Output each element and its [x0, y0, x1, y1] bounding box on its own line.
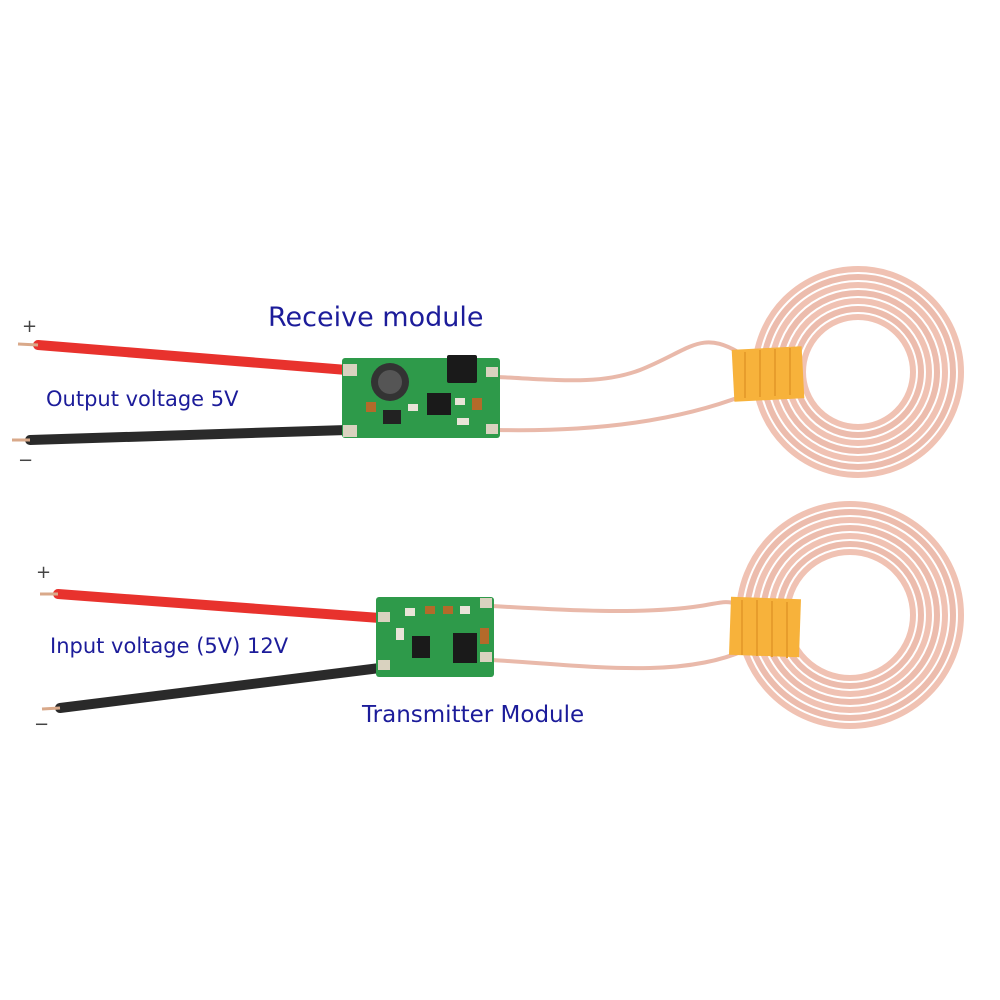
receive-minus-sign: −: [18, 450, 34, 471]
transmitter-module-label: Transmitter Module: [362, 702, 585, 728]
transmitter-coil-tape: [729, 596, 801, 658]
transmitter-coil-lead-bottom: [491, 648, 746, 671]
transmitter-black-wire: [55, 663, 385, 713]
output-voltage-label: Output voltage 5V: [46, 387, 239, 411]
receive-red-wire: [33, 340, 352, 375]
receive-plus-sign: +: [22, 316, 38, 337]
receive-pcb: [342, 355, 500, 438]
transmitter-plus-sign: +: [36, 562, 52, 583]
receive-black-wire: [25, 425, 352, 445]
receive-coil-lead-top: [496, 340, 740, 383]
transmitter-pcb: [376, 597, 494, 677]
transmitter-coil-lead-top: [491, 600, 739, 614]
input-voltage-label: Input voltage (5V) 12V: [50, 634, 289, 658]
receive-module-label: Receive module: [268, 302, 484, 333]
transmitter-minus-sign: −: [34, 714, 50, 735]
transmitter-red-wire: [53, 589, 385, 623]
receive-coil-lead-bottom: [496, 393, 746, 433]
receive-coil-tape: [731, 346, 805, 402]
